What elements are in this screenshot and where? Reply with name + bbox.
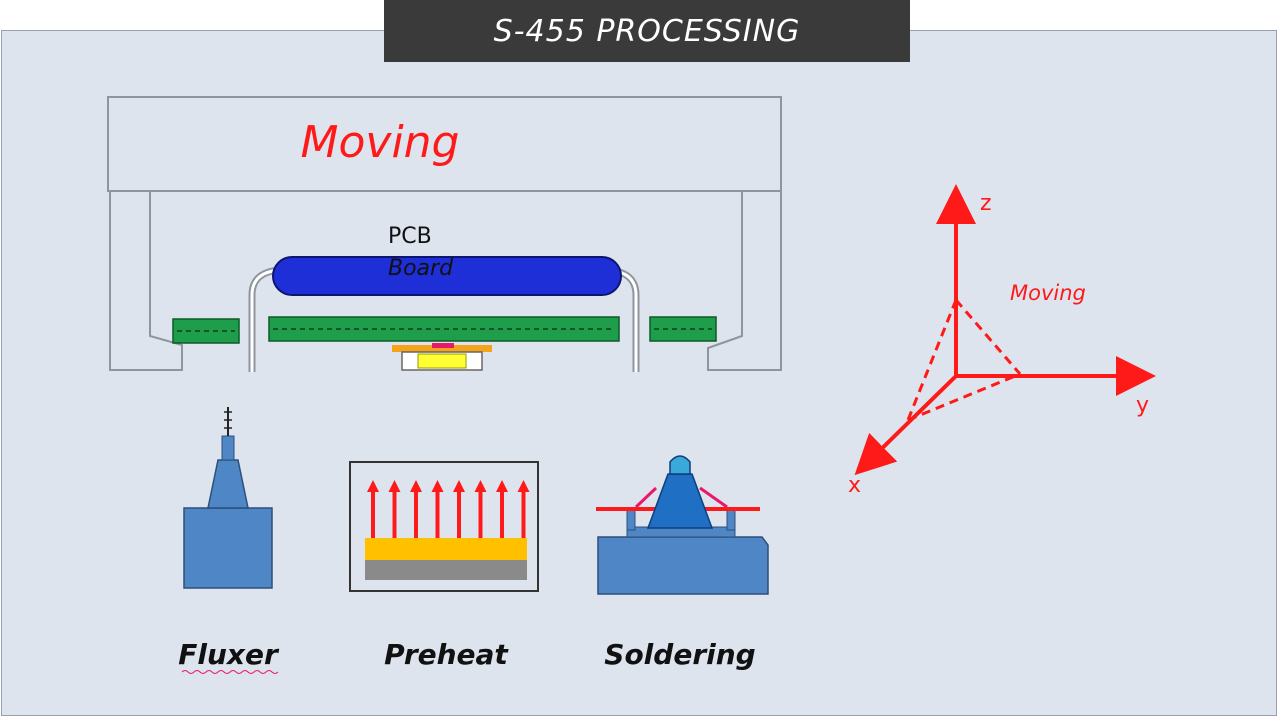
board-label: Board [388, 256, 454, 281]
heat-arrow-head [410, 480, 422, 492]
title-bar: S-455 PROCESSING [384, 0, 910, 62]
moving-dashed-lines [906, 299, 1022, 422]
heat-arrow-head [474, 480, 487, 492]
machine-frame: Moving [107, 96, 782, 371]
fluxer-unit [183, 407, 273, 589]
soldering-unit [596, 455, 769, 595]
soldering-label: Soldering [604, 638, 755, 671]
left-frame-leg [109, 191, 183, 371]
heat-arrow-head [453, 480, 465, 492]
axis-diagram: z y x Moving [848, 184, 1156, 498]
z-axis-label: z [980, 191, 992, 216]
heat-arrow-head [367, 480, 379, 492]
heat-arrow-head [517, 480, 530, 492]
heat-arrow-head [431, 480, 444, 492]
moving-gantry [107, 96, 782, 192]
preheat-label: Preheat [384, 638, 509, 671]
gantry-moving-label: Moving [301, 117, 460, 168]
preheat-unit [349, 461, 539, 592]
pcb-label: PCB [388, 224, 432, 249]
page-title: S-455 PROCESSING [493, 13, 801, 49]
component-under-board [392, 343, 492, 371]
axis-moving-label: Moving [1010, 281, 1086, 305]
heat-arrow-head [496, 480, 508, 492]
x-axis-label: x [848, 473, 861, 498]
right-frame-leg [707, 191, 782, 371]
pcb-assembly: PCB Board [172, 224, 717, 372]
solder-nozzle [646, 473, 714, 529]
fluxer-label: Fluxer [178, 638, 280, 671]
y-axis-label: y [1136, 393, 1149, 418]
heat-arrows [367, 480, 530, 538]
heat-arrow-head [388, 480, 401, 492]
pcb-board [272, 256, 622, 296]
